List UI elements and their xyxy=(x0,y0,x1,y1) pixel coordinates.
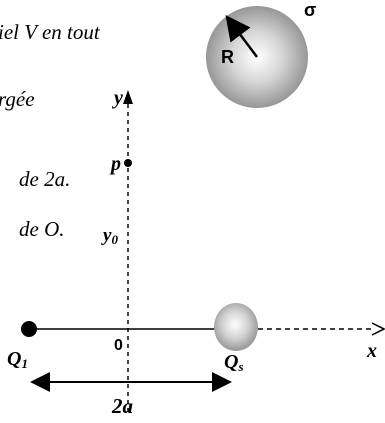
x-axis-label: x xyxy=(366,340,377,362)
origin-label: 0 xyxy=(114,337,123,354)
charged-sphere: R σ xyxy=(206,0,316,108)
spacing-2a-label: 2a xyxy=(111,394,133,418)
charge-q1-subscript: 1 xyxy=(21,356,28,371)
point-p xyxy=(124,159,132,167)
point-p-label: p xyxy=(109,153,121,175)
y-axis-label: y xyxy=(112,87,123,109)
charge-qs-label: Qs xyxy=(224,351,244,374)
charge-qs-sphere xyxy=(214,303,258,351)
distance-y0-main: y xyxy=(101,225,112,246)
text-line-1: iel V en tout xyxy=(0,20,101,44)
x-axis-arrowhead xyxy=(371,322,385,336)
text-line-3: de 2a. xyxy=(19,167,70,191)
charge-q1-label: Q1 xyxy=(7,348,28,371)
charge-q1 xyxy=(21,321,37,337)
sigma-label: σ xyxy=(304,0,316,20)
distance-y0-subscript: 0 xyxy=(111,232,118,247)
y-axis-arrowhead xyxy=(123,90,133,104)
text-line-4: de O. xyxy=(19,217,65,241)
distance-y0-label: y0 xyxy=(101,225,118,247)
charge-qs-main: Q xyxy=(224,351,238,373)
charge-qs-subscript: s xyxy=(237,359,243,374)
radius-label: R xyxy=(221,47,234,67)
radius-arrow xyxy=(225,15,258,58)
text-line-2: rgée xyxy=(0,87,35,111)
charge-q1-main: Q xyxy=(7,348,21,370)
